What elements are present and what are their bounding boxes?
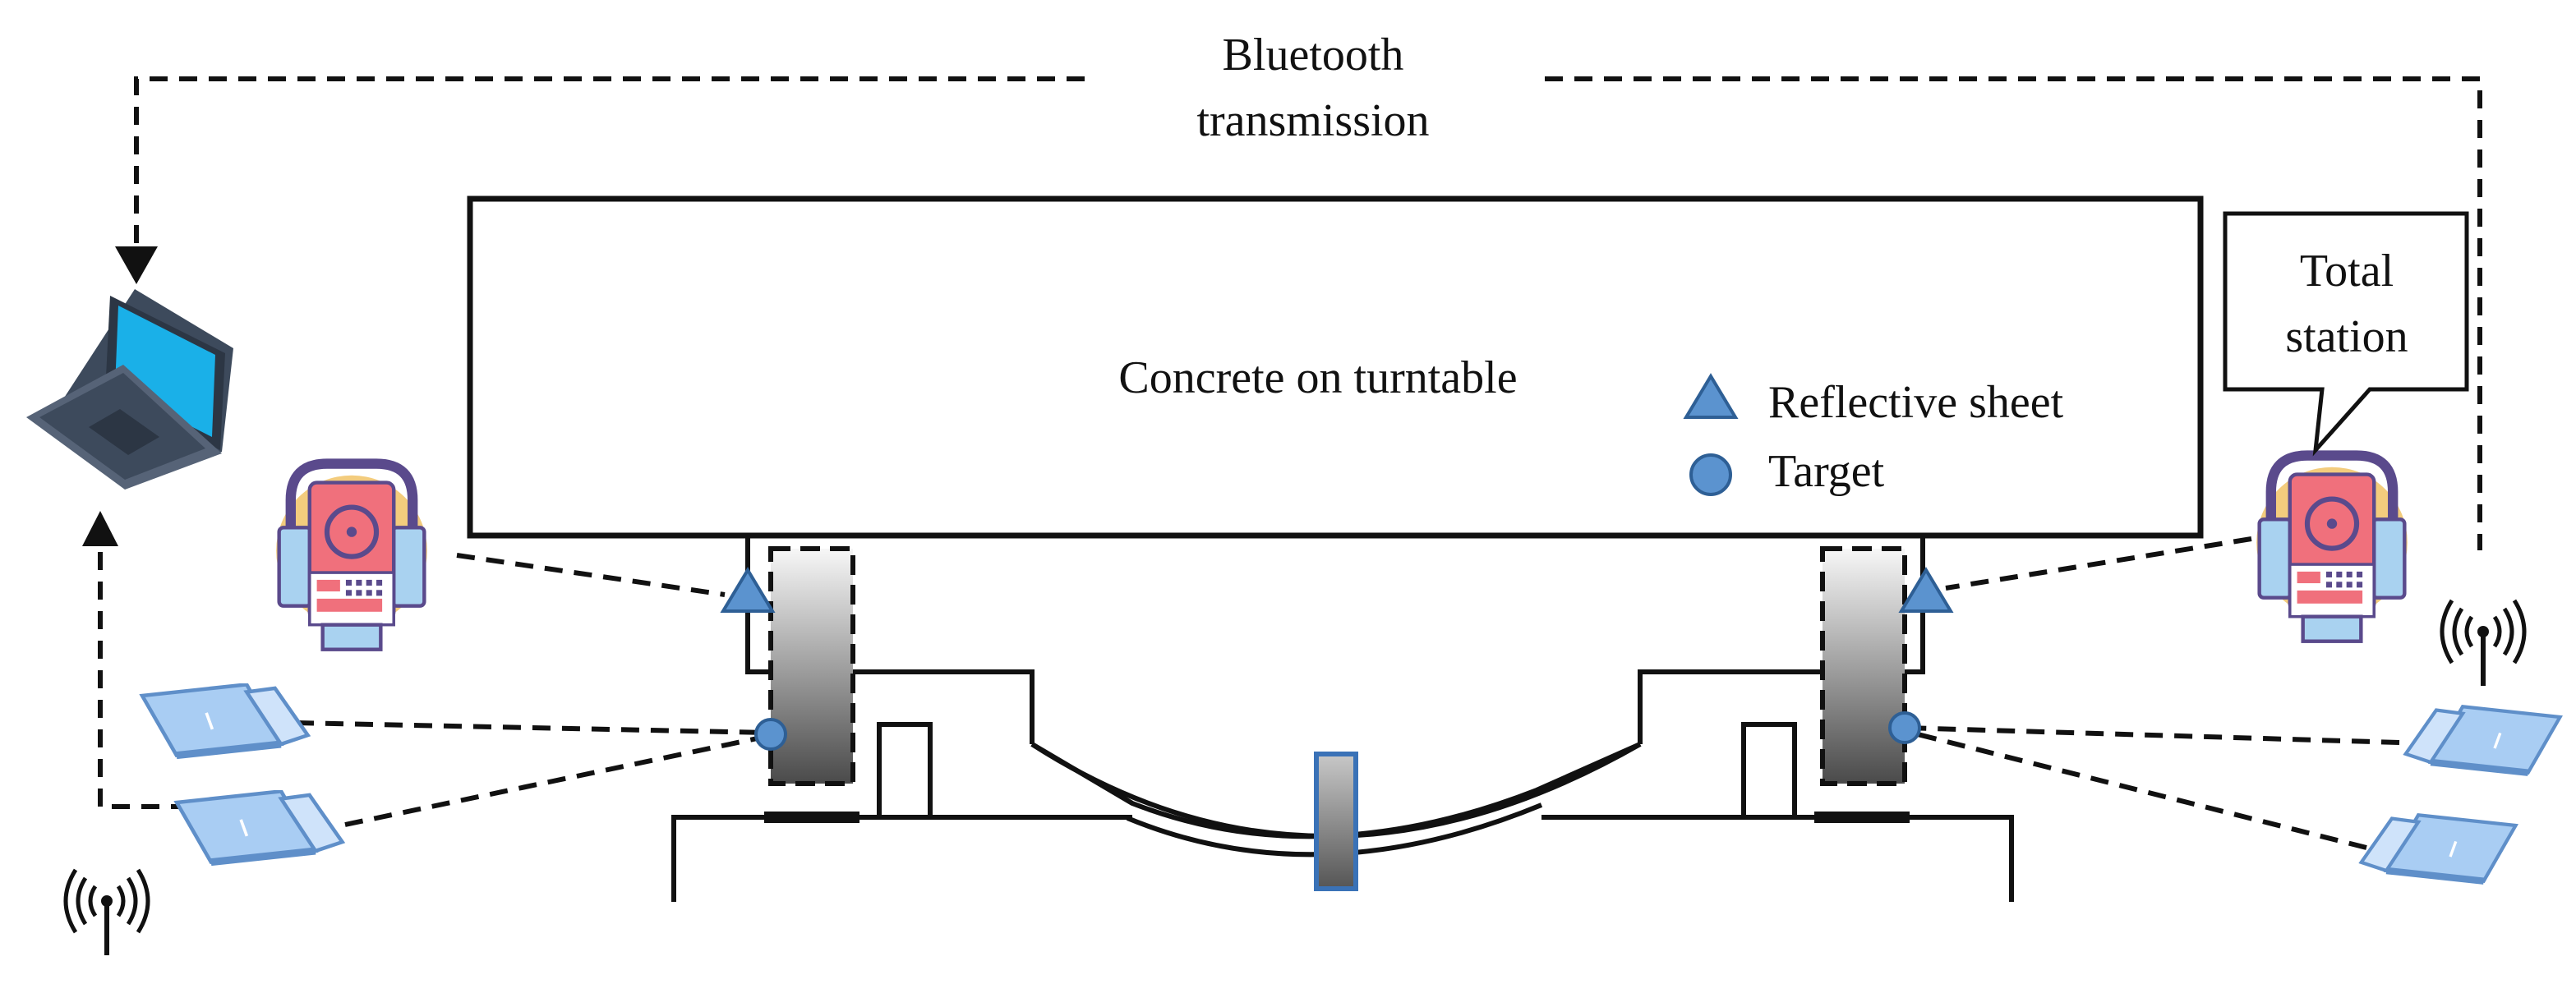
- legend-reflective-sheet-marker: [1683, 373, 1739, 419]
- wireless-antenna-icon-right: [2442, 600, 2524, 686]
- gnss-receiver-icon-left-top: [142, 684, 308, 755]
- total-station-label-line2: station: [2285, 311, 2408, 362]
- gnss-receiver-icon-right-bottom: [2362, 815, 2516, 881]
- sight-lines: [295, 536, 2400, 850]
- arrowhead-down-to-laptop: [115, 246, 158, 284]
- legend-reflective-sheet-label: Reflective sheet: [1768, 377, 2064, 428]
- target-left: [754, 718, 787, 751]
- target-right: [1888, 711, 1921, 744]
- laptop-icon: [26, 289, 233, 490]
- wireless-antenna-icon-left: [66, 870, 148, 955]
- legend: Reflective sheet Target: [1683, 373, 2064, 497]
- legend-target-marker: [1689, 453, 1732, 496]
- gnss-to-laptop-line: [98, 526, 189, 809]
- concrete-label: Concrete on turntable: [1118, 352, 1517, 403]
- left-wheel: [768, 546, 855, 786]
- concrete-block: [467, 195, 2204, 539]
- right-base-pad: [1814, 812, 1910, 823]
- right-wheel: [1820, 546, 1907, 786]
- bluetooth-label-line1: Bluetooth: [1223, 30, 1404, 80]
- gnss-receiver-icon-left-bottom: [177, 791, 343, 862]
- bluetooth-line-right: [1545, 76, 2482, 550]
- bluetooth-label-line2: transmission: [1196, 95, 1429, 146]
- gnss-receiver-icon-right-top: [2406, 706, 2560, 772]
- legend-target-label: Target: [1768, 446, 1885, 497]
- left-base-pad: [764, 812, 859, 823]
- reflective-sheet-left: [720, 567, 776, 613]
- total-station-icon-right: [2256, 456, 2408, 641]
- bluetooth-line-left: [134, 76, 1085, 246]
- bluetooth-link: [98, 76, 2482, 809]
- total-station-callout: [2223, 211, 2469, 457]
- reflective-sheet-right: [1898, 567, 1954, 613]
- total-station-label-line1: Total: [2300, 246, 2394, 297]
- total-station-icon-left: [276, 464, 427, 650]
- center-pillar: [1314, 752, 1358, 891]
- arrowhead-up-to-laptop: [82, 511, 118, 546]
